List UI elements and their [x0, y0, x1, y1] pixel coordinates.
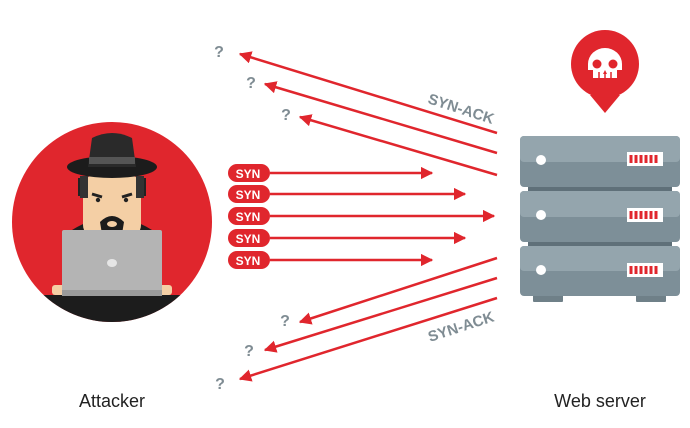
syn-labels: SYN SYN SYN SYN SYN: [228, 164, 270, 269]
syn-ack-arrow: [298, 256, 498, 325]
syn-label: SYN: [236, 167, 261, 181]
syn-label: SYN: [236, 254, 261, 268]
attacker-icon: [12, 122, 212, 322]
syn-arrows: [270, 166, 496, 267]
attacker-label: Attacker: [78, 391, 146, 411]
syn-ack-arrow: [238, 296, 498, 382]
syn-label: SYN: [236, 210, 261, 224]
unanswered-mark: ?: [280, 313, 290, 330]
syn-ack-label-bottom: SYN-ACK: [426, 308, 496, 345]
unanswered-mark: ?: [281, 107, 291, 124]
syn-label: SYN: [236, 232, 261, 246]
syn-ack-arrow: [263, 81, 498, 155]
unanswered-mark: ?: [244, 343, 254, 360]
syn-ack-arrow: [298, 114, 498, 177]
syn-ack-arrows: [238, 51, 498, 382]
server-label: Web server: [554, 391, 646, 411]
unanswered-mark: ?: [215, 376, 225, 393]
unanswered-mark: ?: [246, 75, 256, 92]
syn-ack-arrow: [263, 276, 498, 353]
syn-label: SYN: [236, 188, 261, 202]
server-rack-icon: [520, 136, 680, 302]
syn-ack-arrow: [238, 51, 498, 135]
unanswered-mark: ?: [214, 44, 224, 61]
skull-pin-icon: [571, 30, 639, 113]
